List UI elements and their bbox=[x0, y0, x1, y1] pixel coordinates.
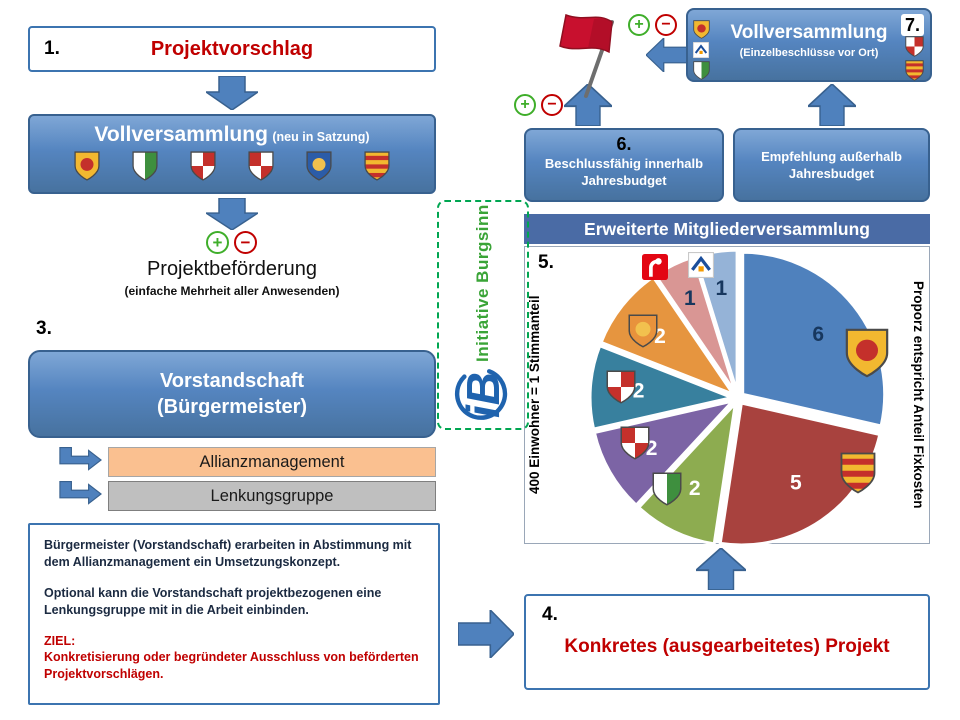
projektvorschlag-title: Projektvorschlag bbox=[150, 38, 314, 60]
flow-arrow-up-1 bbox=[693, 546, 749, 591]
municipality-crest-icon bbox=[190, 151, 216, 181]
pie-slice bbox=[588, 343, 738, 431]
municipality-crest-icon bbox=[905, 60, 924, 81]
burgsinn-crest-icon bbox=[845, 328, 889, 378]
crest-column-right bbox=[905, 36, 924, 81]
vr-bank-logo bbox=[688, 252, 714, 278]
empfehlung-line1: Empfehlung außerhalb bbox=[761, 149, 902, 164]
infobox-ziel-text: Konkretisierung oder begründeter Ausschl… bbox=[44, 650, 419, 682]
initiative-burgsinn-frame bbox=[437, 200, 529, 430]
municipality-crest-icon bbox=[628, 314, 658, 348]
municipality-crest-icon bbox=[840, 452, 876, 494]
minus-vote-icon: − bbox=[655, 14, 677, 36]
municipality-crest-icon bbox=[620, 426, 650, 460]
ib-name: Initiative Burgsinn bbox=[473, 204, 492, 362]
vollversammlung-box: Vollversammlung (neu in Satzung) bbox=[28, 114, 436, 194]
beschlussfaehig-box: 6. Beschlussfähig innerhalb Jahresbudget bbox=[524, 128, 724, 202]
step-number-4: 4. bbox=[542, 604, 558, 625]
vorstandschaft-box: Vorstandschaft (Bürgermeister) bbox=[28, 350, 436, 438]
konkretes-projekt-box: 4. Konkretes (ausgearbeitetes) Projekt bbox=[524, 594, 930, 690]
infobox-ziel-label: ZIEL: bbox=[44, 633, 76, 648]
burgsinn-crest-icon bbox=[74, 151, 100, 181]
municipality-crest-icon bbox=[693, 61, 710, 80]
municipality-crest-icon bbox=[606, 370, 636, 404]
crest-column-left bbox=[693, 20, 710, 80]
plus-vote-icon: + bbox=[206, 231, 229, 254]
step-number-3: 3. bbox=[36, 318, 52, 339]
right-axis-label: Proporz entspricht Anteil Fixkosten bbox=[911, 281, 926, 509]
step-number-1: 1. bbox=[44, 38, 60, 59]
pie-slice-value: 1 bbox=[716, 277, 728, 300]
municipality-crest-icon bbox=[905, 36, 924, 57]
vote-icons-row: + − bbox=[514, 94, 563, 116]
infobox-para1: Bürgermeister (Vorstandschaft) erarbeite… bbox=[44, 538, 412, 569]
ib-swoosh-icon bbox=[454, 369, 508, 420]
vollversammlung-vor-ort-title: Vollversammlung bbox=[730, 22, 888, 43]
projektvorschlag-box: 1. Projektvorschlag bbox=[28, 26, 436, 72]
elbow-arrow-icon bbox=[58, 480, 102, 507]
pie-slice-value: 2 bbox=[633, 380, 645, 403]
vr-bank-logo bbox=[693, 42, 709, 58]
step-number-7: 7. bbox=[900, 14, 924, 36]
flow-arrow-right bbox=[457, 608, 516, 660]
sparkasse-logo bbox=[642, 254, 668, 280]
plus-vote-icon: + bbox=[514, 94, 536, 116]
step-number-5: 5. bbox=[538, 252, 554, 273]
vorstandschaft-line2: (Bürgermeister) bbox=[156, 396, 308, 418]
pie-slice-value: 6 bbox=[812, 323, 824, 346]
pie-slice-value: 2 bbox=[646, 437, 658, 460]
allianzmanagement-box: Allianzmanagement bbox=[108, 447, 436, 477]
minus-vote-icon: − bbox=[541, 94, 563, 116]
pie-slice-value: 2 bbox=[654, 325, 666, 348]
pie-slice-value: 5 bbox=[790, 472, 802, 495]
pie-slice bbox=[636, 398, 738, 544]
municipality-crest-icon bbox=[132, 151, 158, 181]
flow-arrow-down-1 bbox=[203, 75, 261, 111]
infobox: Bürgermeister (Vorstandschaft) erarbeite… bbox=[28, 523, 440, 705]
ib-monogram: iB bbox=[457, 372, 509, 418]
empfehlung-box: Empfehlung außerhalb Jahresbudget bbox=[733, 128, 930, 202]
vollversammlung-vor-ort-subtitle: (Einzelbeschlüsse vor Ort) bbox=[739, 47, 879, 59]
municipality-crest-icon bbox=[248, 151, 274, 181]
projektbefoerderung-subtitle: (einfache Mehrheit aller Anwesenden) bbox=[124, 284, 340, 298]
municipality-crest-icon bbox=[306, 151, 332, 181]
infobox-para2: Optional kann die Vorstandschaft projekt… bbox=[44, 585, 382, 617]
step-number-6: 6. bbox=[616, 134, 632, 154]
vote-icons-row: + − bbox=[628, 14, 677, 36]
beschlussfaehig-line1: Beschlussfähig innerhalb bbox=[544, 156, 704, 171]
empfehlung-line2: Jahresbudget bbox=[788, 166, 875, 181]
assembly-header-bar: Erweiterte Mitgliederversammlung bbox=[524, 214, 930, 244]
vollversammlung-title: Vollversammlung bbox=[94, 123, 268, 146]
projektbefoerderung-title: Projektbeförderung bbox=[146, 258, 318, 280]
pie-slice-value: 1 bbox=[684, 287, 696, 310]
flow-arrow-up-2 bbox=[561, 82, 615, 127]
pie-slice-value: 2 bbox=[689, 477, 701, 500]
vollversammlung-vor-ort-box: Vollversammlung (Einzelbeschlüsse vor Or… bbox=[686, 8, 932, 82]
minus-vote-icon: − bbox=[234, 231, 257, 254]
pie-slice bbox=[741, 250, 887, 428]
flow-arrow-left bbox=[645, 36, 689, 74]
vollversammlung-subtitle: (neu in Satzung) bbox=[272, 130, 370, 144]
municipality-crest-icon bbox=[364, 151, 390, 181]
beschlussfaehig-line2: Jahresbudget bbox=[581, 173, 667, 188]
burgsinn-crest-icon bbox=[693, 20, 710, 39]
vote-icons-row: + − bbox=[206, 231, 257, 254]
flow-arrow-down-2 bbox=[203, 197, 261, 231]
municipality-crest-icon bbox=[652, 472, 682, 506]
red-flag-icon bbox=[548, 6, 632, 100]
vorstandschaft-line1: Vorstandschaft bbox=[159, 370, 305, 392]
plus-vote-icon: + bbox=[628, 14, 650, 36]
konkretes-projekt-title: Konkretes (ausgearbeitetes) Projekt bbox=[564, 636, 890, 657]
elbow-arrow-icon bbox=[58, 446, 102, 473]
flow-arrow-up-3 bbox=[805, 82, 859, 127]
lenkungsgruppe-box: Lenkungsgruppe bbox=[108, 481, 436, 511]
initiative-burgsinn-logo: iB Initiative Burgsinn bbox=[439, 202, 527, 428]
